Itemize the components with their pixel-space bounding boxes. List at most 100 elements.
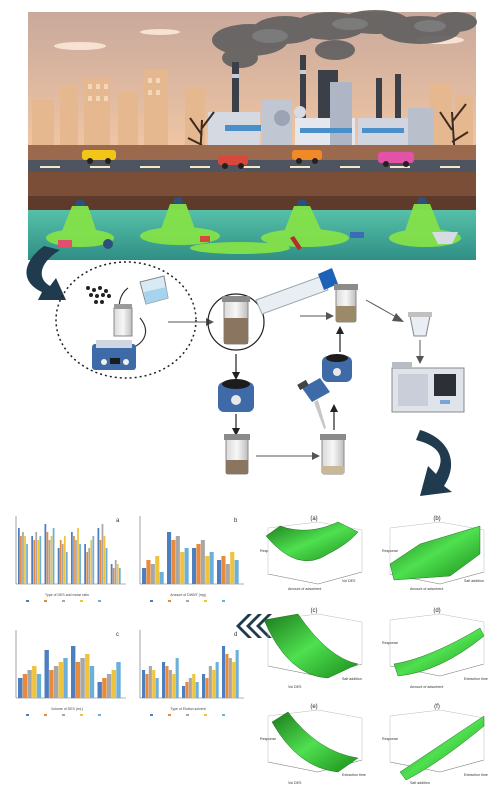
response-surface <box>399 715 485 781</box>
bar <box>222 646 226 698</box>
bar <box>114 560 117 584</box>
y-axis-label: Salt addition <box>342 677 362 681</box>
legend-swatch <box>26 600 29 602</box>
flow-arrow-2 <box>416 430 452 496</box>
legend-swatch <box>204 714 207 716</box>
bar <box>205 678 209 698</box>
bar <box>22 532 24 584</box>
flow-arrowhead <box>392 313 404 322</box>
legend-swatch <box>222 714 225 716</box>
x-axis-label: Salt addition <box>410 781 430 785</box>
bar <box>228 658 232 698</box>
z-axis-label: Response <box>382 549 398 553</box>
bar <box>80 658 85 698</box>
bar <box>33 540 36 584</box>
bar <box>230 552 235 584</box>
sample-vial-icon <box>113 304 133 337</box>
legend-swatches <box>26 600 101 602</box>
bar <box>111 670 116 698</box>
gc-instrument-icon <box>391 362 465 413</box>
z-axis-label: Response <box>260 737 276 741</box>
legend-swatch <box>186 714 189 716</box>
bar <box>50 536 53 584</box>
bar <box>20 536 22 584</box>
bar <box>192 674 196 698</box>
bar <box>18 678 23 698</box>
settled-jar-icon <box>224 434 250 475</box>
x-axis-label: Type of DES and molar ratio <box>45 593 89 597</box>
flow-arrowhead <box>416 356 424 364</box>
panel-label: (b) <box>433 516 440 522</box>
legend-swatch <box>150 714 153 716</box>
ground <box>28 145 476 163</box>
axis-floor <box>389 759 485 773</box>
bar <box>31 536 33 584</box>
road-markings <box>40 166 460 168</box>
bar <box>84 544 86 584</box>
bar <box>53 666 59 698</box>
bar <box>59 540 62 584</box>
bar <box>73 536 75 584</box>
car-orange <box>292 150 322 164</box>
bar <box>110 564 113 584</box>
bar <box>168 670 172 698</box>
flow-arrowhead <box>206 318 214 326</box>
floating-trash <box>58 232 458 250</box>
panel-letter: a <box>116 518 120 524</box>
bar <box>32 666 37 698</box>
bar <box>65 552 68 584</box>
bar <box>116 564 119 584</box>
panel-label: (e) <box>310 704 317 710</box>
bar <box>234 560 239 584</box>
car-red <box>218 156 248 169</box>
bar <box>167 532 172 584</box>
bar <box>35 532 38 584</box>
bar <box>171 540 176 584</box>
bar <box>180 552 185 584</box>
bar <box>162 662 166 698</box>
legend-swatch <box>168 714 171 716</box>
bar <box>71 646 76 698</box>
bar <box>103 536 106 584</box>
bar <box>89 666 95 698</box>
sample-prep-boundary <box>55 261 197 379</box>
bar <box>175 658 179 698</box>
x-axis-label: Amount of adsorbent <box>410 587 443 591</box>
bar <box>58 662 63 698</box>
bar <box>92 536 95 584</box>
bar <box>97 682 102 698</box>
bar <box>208 666 212 698</box>
bar <box>196 544 201 584</box>
ultrasonic-bath-icon <box>92 340 136 370</box>
panel-letter: d <box>234 632 237 638</box>
bar <box>57 548 60 584</box>
bar <box>112 568 115 584</box>
bar <box>221 556 226 584</box>
vortex-mixer-icon <box>322 354 352 382</box>
panel-label: (c) <box>311 608 318 614</box>
extraction-workflow <box>55 261 465 475</box>
legend-swatches <box>150 714 225 716</box>
bar <box>142 670 146 698</box>
z-axis-label: Response <box>382 641 398 645</box>
car-yellow <box>82 150 116 164</box>
panel-label: (f) <box>434 704 440 710</box>
extraction-jar-icon <box>222 296 250 345</box>
adsorbent-powder <box>86 286 111 304</box>
bar <box>105 548 108 584</box>
bar <box>192 548 197 584</box>
legend-swatches <box>150 600 225 602</box>
legend-swatch <box>98 600 101 602</box>
bar <box>79 544 81 584</box>
legend-swatch <box>80 600 83 602</box>
bar <box>26 544 28 584</box>
